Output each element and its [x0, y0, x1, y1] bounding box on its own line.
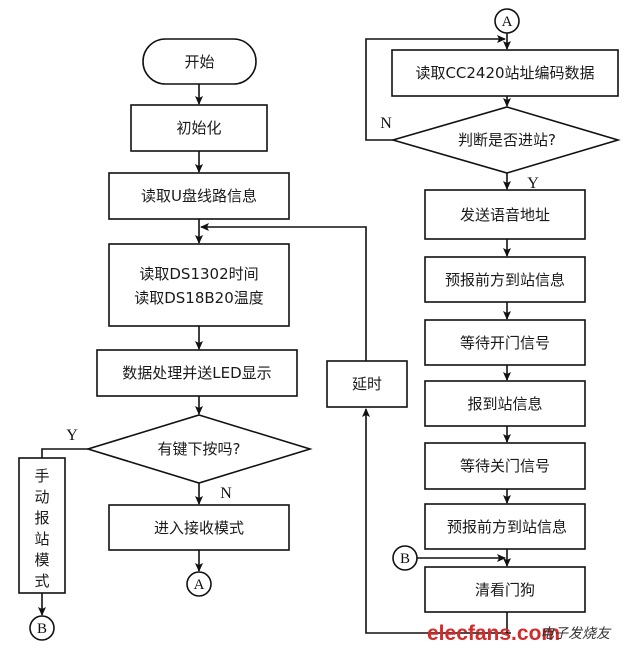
receive-mode-process: 进入接收模式 — [108, 504, 290, 551]
receive-mode-label: 进入接收模式 — [154, 519, 244, 537]
key-pressed-decision: 有键下按吗? — [85, 414, 313, 484]
delay-process: 延时 — [326, 360, 408, 408]
clear-watchdog-label: 清看门狗 — [475, 581, 535, 599]
read-usb-label: 读取U盘线路信息 — [141, 187, 257, 205]
key-pressed-label: 有键下按吗? — [158, 440, 241, 458]
manual-char-5: 模 — [34, 551, 49, 569]
process-display-process: 数据处理并送LED显示 — [96, 349, 298, 397]
wait-door-close-process: 等待关门信号 — [424, 442, 586, 490]
arrive-decision: 判断是否进站? — [390, 106, 621, 174]
connector-b-right-label: B — [400, 551, 410, 567]
read-cc2420-label: 读取CC2420站址编码数据 — [415, 64, 594, 82]
edge-decision-manual — [41, 448, 88, 458]
watermark-site: elecfans.com — [427, 622, 560, 645]
announce-next-2-process: 预报前方到站信息 — [424, 503, 586, 550]
read-temp-label: 读取DS18B20温度 — [134, 289, 264, 307]
arrive-no-label: N — [380, 115, 392, 132]
announce-arrival-process: 报到站信息 — [424, 380, 586, 427]
connector-a-top-label: A — [502, 14, 513, 30]
connector-b-bottom: B — [29, 615, 55, 641]
start-terminal: 开始 — [142, 38, 257, 85]
connector-a-bottom: A — [186, 571, 212, 597]
edge-delay-sensors — [200, 223, 367, 361]
wait-door-open-label: 等待开门信号 — [460, 334, 550, 352]
edge-watchdog-delay — [362, 408, 511, 634]
edge-arrive-no-loop — [365, 35, 506, 141]
manual-char-6: 式 — [34, 572, 49, 590]
key-no-label: N — [220, 485, 232, 502]
arrive-yes-label: Y — [527, 175, 539, 192]
arrive-decision-label: 判断是否进站? — [458, 131, 556, 149]
manual-char-3: 报 — [34, 509, 49, 527]
wait-door-close-label: 等待关门信号 — [460, 457, 550, 475]
read-sensors-process: 读取DS1302时间 读取DS18B20温度 — [108, 243, 290, 327]
watermark-tagline: 电子发烧友 — [540, 626, 612, 642]
read-cc2420-process: 读取CC2420站址编码数据 — [391, 49, 619, 97]
connector-b-bottom-label: B — [37, 621, 47, 637]
manual-char-2: 动 — [34, 488, 49, 506]
init-label: 初始化 — [176, 119, 221, 137]
wait-door-open-process: 等待开门信号 — [424, 319, 586, 366]
announce-next-2-label: 预报前方到站信息 — [447, 518, 567, 536]
read-usb-process: 读取U盘线路信息 — [108, 172, 290, 220]
send-voice-addr-label: 发送语音地址 — [460, 206, 550, 224]
manual-char-1: 手 — [34, 467, 49, 485]
clear-watchdog-process: 清看门狗 — [424, 566, 586, 613]
start-label: 开始 — [184, 53, 214, 71]
send-voice-addr-process: 发送语音地址 — [424, 189, 586, 240]
init-process: 初始化 — [130, 104, 268, 152]
announce-next-1-process: 预报前方到站信息 — [424, 256, 586, 303]
manual-mode-process: 手 动 报 站 模 式 — [18, 457, 66, 594]
manual-char-4: 站 — [34, 530, 49, 548]
announce-next-1-label: 预报前方到站信息 — [445, 271, 565, 289]
key-yes-label: Y — [66, 427, 78, 444]
watermark: elecfans.com 电子发烧友 — [427, 622, 612, 645]
announce-arrival-label: 报到站信息 — [467, 395, 542, 413]
process-display-label: 数据处理并送LED显示 — [122, 364, 271, 382]
connector-a-bottom-label: A — [194, 577, 205, 593]
connector-a-top: A — [494, 8, 520, 34]
delay-label: 延时 — [352, 375, 382, 393]
read-time-label: 读取DS1302时间 — [139, 265, 258, 283]
connector-b-right: B — [392, 545, 418, 571]
